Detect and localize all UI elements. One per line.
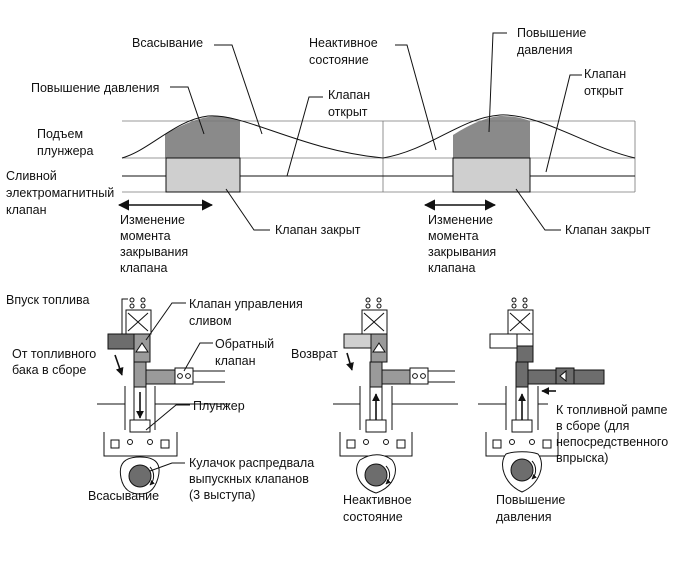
spill-valve-coil-icon (125, 297, 152, 335)
label-suction: Всасывание (132, 36, 203, 50)
valve-poppet-icon (135, 342, 149, 353)
valve-closed-block-left (165, 157, 241, 193)
label-valve-closed-left: Клапан закрыт (275, 223, 361, 237)
label-timing-change-right-3: закрывания (428, 245, 496, 259)
label-to-rail-1: К топливной рампе (556, 403, 668, 417)
label-to-rail-3: непосредственного (556, 435, 668, 449)
label-spill-valve-3: клапан (6, 203, 47, 217)
label-timing-change-left-2: момента (120, 229, 171, 243)
label-to-rail-4: впрыска) (556, 451, 608, 465)
plunger-lift-curve (121, 114, 636, 159)
label-cam-2: выпускных клапанов (189, 472, 309, 486)
label-fuel-inlet: Впуск топлива (6, 293, 89, 307)
label-valve-open-right-2: открыт (584, 84, 624, 98)
label-stage-suction: Всасывание (88, 489, 159, 503)
label-timing-change-right-4: клапана (428, 261, 475, 275)
spill-valve-coil-icon-2 (361, 297, 388, 335)
label-return: Возврат (291, 347, 338, 361)
label-spill-valve-1: Сливной (6, 169, 57, 183)
label-plunger: Плунжер (193, 399, 245, 413)
label-valve-open-mid-2: открыт (328, 105, 368, 119)
label-valve-open-mid-1: Клапан (328, 88, 370, 102)
spill-valve-coil-icon-3 (507, 297, 534, 335)
label-timing-change-left-4: клапана (120, 261, 167, 275)
check-valve-icon (174, 367, 194, 385)
timing-labels: Всасывание Повышение давления Подъем плу… (6, 26, 651, 275)
label-check-valve-1: Обратный (215, 337, 274, 351)
label-plunger-lift-1: Подъем (37, 127, 83, 141)
label-pressure-rise-right-2: давления (517, 43, 573, 57)
label-check-valve-2: клапан (215, 354, 256, 368)
label-to-rail-2: в сборе (для (556, 419, 629, 433)
label-cam-3: (3 выступа) (189, 488, 255, 502)
pump-suction (97, 297, 230, 495)
label-stage-pressure-1: Повышение (496, 493, 565, 507)
pump-inactive (333, 297, 458, 494)
label-valve-closed-right: Клапан закрыт (565, 223, 651, 237)
label-timing-change-left-1: Изменение (120, 213, 185, 227)
timing-chart (117, 32, 636, 231)
label-spill-control-1: Клапан управления (189, 297, 303, 311)
valve-closed-block-right (452, 157, 531, 193)
label-stage-inactive-2: состояние (343, 510, 403, 524)
pump-labels: Впуск топлива От топливного бака в сборе… (6, 293, 668, 524)
label-pressure-rise-right-1: Повышение (517, 26, 586, 40)
label-pressure-rise: Повышение давления (31, 81, 159, 95)
check-valve-icon-2 (409, 367, 429, 385)
fuel-inlet-pipe (107, 333, 136, 350)
label-cam-1: Кулачок распредвала (189, 456, 314, 470)
label-from-tank-2: бака в сборе (12, 363, 86, 377)
label-stage-inactive-1: Неактивное (343, 493, 412, 507)
pressure-rise-area-left (165, 116, 240, 158)
label-timing-change-right-1: Изменение (428, 213, 493, 227)
pressure-rise-area-right (453, 116, 530, 158)
label-timing-change-right-2: момента (428, 229, 479, 243)
label-valve-open-right-1: Клапан (584, 67, 626, 81)
label-inactive-2: состояние (309, 53, 369, 67)
label-from-tank-1: От топливного (12, 347, 96, 361)
label-stage-pressure-2: давления (496, 510, 552, 524)
label-plunger-lift-2: плунжера (37, 144, 93, 158)
label-timing-change-left-3: закрывания (120, 245, 188, 259)
label-spill-valve-2: электромагнитный (6, 186, 114, 200)
label-spill-control-2: сливом (189, 314, 232, 328)
label-inactive-1: Неактивное (309, 36, 378, 50)
pump-pressure-rise (478, 297, 605, 493)
